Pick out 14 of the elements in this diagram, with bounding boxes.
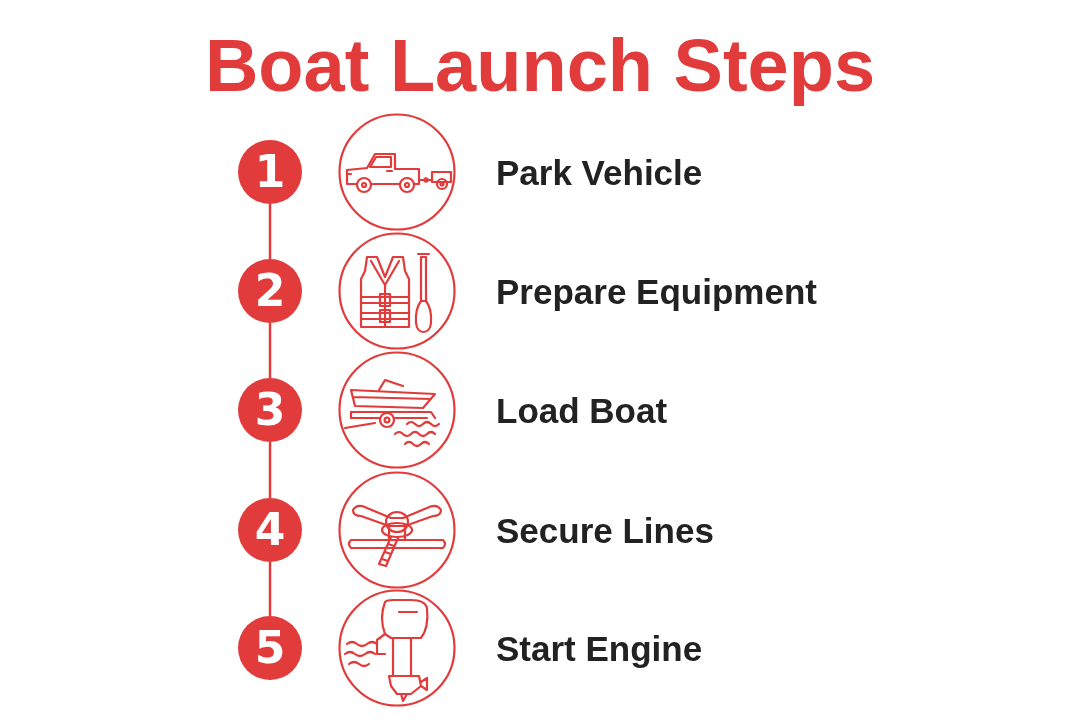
connector-line [268, 204, 272, 259]
step-title: Park Vehicle [496, 154, 703, 190]
step-number: 2 [238, 259, 302, 323]
step-title: Secure Lines [496, 512, 714, 548]
step-number: 4 [238, 498, 302, 562]
step-title: Prepare Equipment [496, 273, 817, 309]
step-title: Start Engine [496, 630, 703, 666]
connector-line [268, 442, 272, 498]
connector-line [268, 323, 272, 378]
connector-line [268, 562, 272, 616]
step-title: Load Boat [496, 392, 668, 428]
step-number: 5 [238, 616, 302, 680]
step-number: 1 [238, 140, 302, 204]
step-number: 3 [238, 378, 302, 442]
